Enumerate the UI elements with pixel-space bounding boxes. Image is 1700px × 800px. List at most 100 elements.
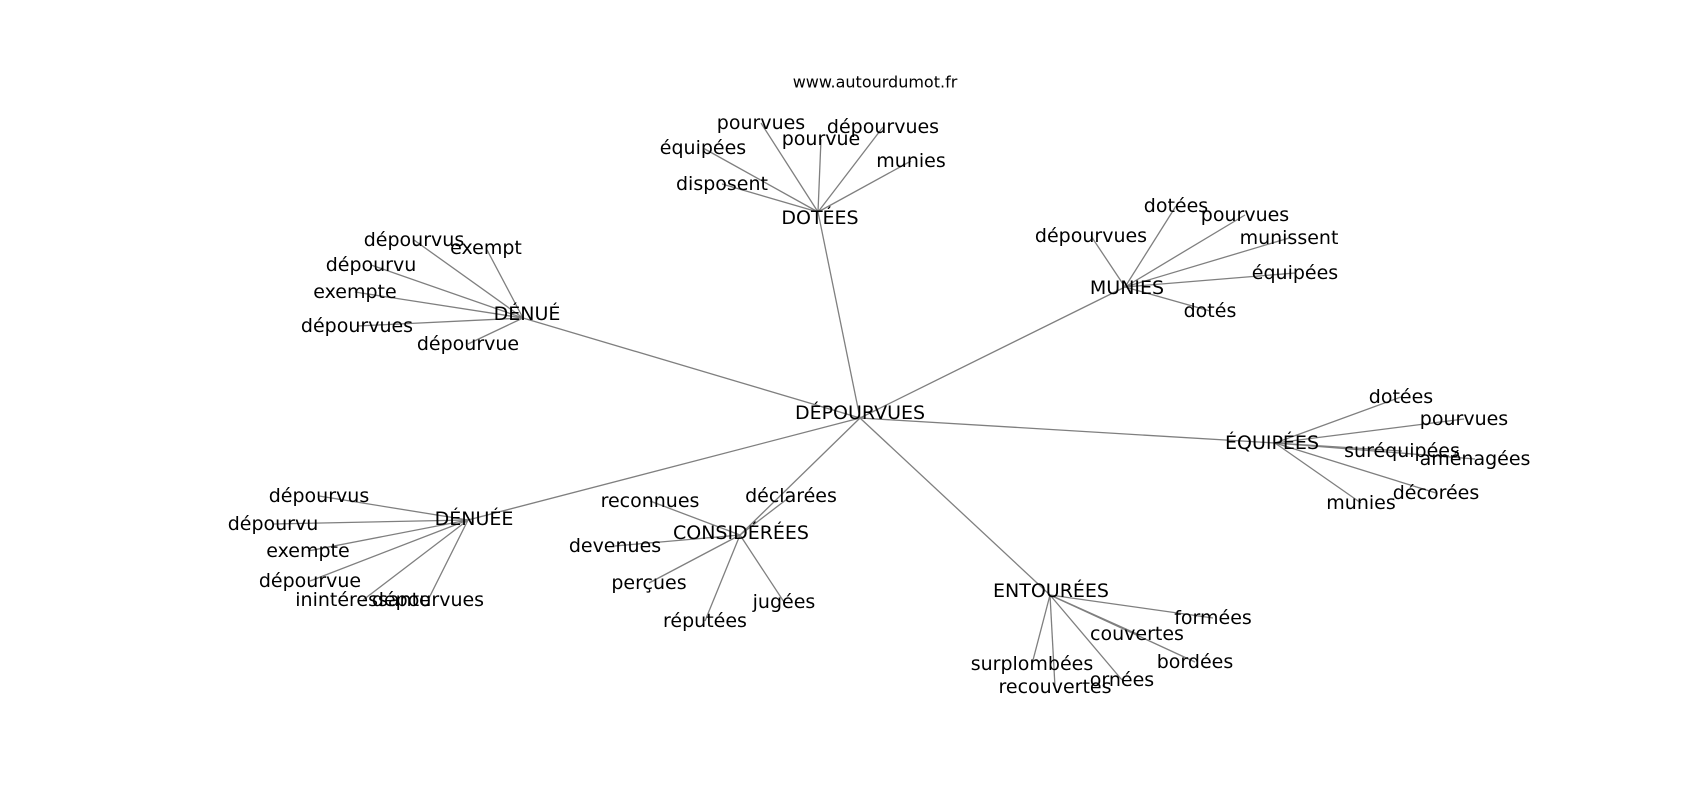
leaf-word-label: recouvertes — [999, 676, 1112, 698]
edge-group-to-leaf — [739, 495, 792, 536]
leaf-word-label: couvertes — [1090, 623, 1184, 645]
leaf-word-label: dépourvues — [372, 589, 484, 611]
leaf-word-label: munies — [1326, 492, 1395, 514]
leaf-word-label: dépourvus — [364, 229, 464, 251]
leaf-word-label: dépourvu — [228, 513, 319, 535]
group-word-label: MUNIES — [1090, 277, 1164, 299]
center-word-label: DÉPOURVUES — [795, 401, 925, 424]
leaf-word-label: dotées — [1369, 386, 1433, 408]
edge-group-to-leaf — [760, 122, 819, 213]
edge-group-to-leaf — [817, 126, 884, 213]
edge-group-to-leaf — [614, 534, 741, 547]
leaf-word-label: perçues — [611, 572, 686, 594]
group-word-label: ENTOURÉES — [993, 579, 1109, 602]
leaf-word-label: reconnues — [601, 490, 700, 512]
edge-group-to-leaf — [817, 138, 822, 213]
edge-group-to-leaf — [1049, 594, 1214, 619]
leaf-word-label: devenues — [569, 535, 661, 557]
leaf-word-label: pourvues — [1201, 204, 1289, 226]
leaf-word-label: munies — [876, 150, 945, 172]
edge-group-to-leaf — [817, 160, 912, 213]
leaf-word-label: dépourvue — [259, 570, 361, 592]
leaf-word-label: dépourvues — [301, 315, 413, 337]
edge-group-to-leaf — [1124, 286, 1211, 312]
edge-group-to-leaf — [318, 495, 469, 521]
edge-center-to-group — [859, 417, 1051, 596]
edge-group-to-leaf — [485, 247, 524, 319]
edge-group-to-leaf — [1124, 272, 1296, 288]
leaf-word-label: bordées — [1157, 651, 1234, 673]
edge-group-to-leaf — [356, 317, 524, 327]
leaf-word-label: ornées — [1090, 669, 1154, 691]
edge-group-to-leaf — [309, 519, 469, 582]
edge-group-to-leaf — [1274, 442, 1437, 494]
edge-group-to-leaf — [1049, 594, 1123, 681]
leaf-word-label: munissent — [1240, 227, 1339, 249]
graph-edges — [272, 122, 1476, 688]
edge-group-to-leaf — [1274, 442, 1476, 460]
edge-group-to-leaf — [467, 317, 524, 345]
edge-center-to-group — [739, 417, 861, 536]
group-word-label: DÉNUÉ — [494, 302, 561, 325]
edge-group-to-leaf — [702, 147, 819, 213]
leaf-word-label: surplombées — [971, 653, 1094, 675]
edge-group-to-leaf — [1124, 237, 1290, 288]
leaf-word-label: équipées — [660, 137, 746, 159]
edge-group-to-leaf — [1124, 214, 1246, 288]
leaf-word-label: formées — [1174, 607, 1252, 629]
edge-group-to-leaf — [1049, 594, 1196, 663]
edge-group-to-leaf — [1274, 396, 1402, 444]
leaf-word-label: pourvue — [782, 128, 861, 150]
graph-labels: DÉPOURVUES DOTÉES pourvues dépourvues équipé… — [228, 112, 1531, 698]
edge-group-to-leaf — [1049, 594, 1056, 688]
edge-group-to-leaf — [1274, 418, 1465, 444]
leaf-word-label: pourvues — [717, 112, 805, 134]
leaf-word-label: dotées — [1144, 195, 1208, 217]
leaf-word-label: décorées — [1393, 482, 1480, 504]
leaf-word-label: dotés — [1184, 300, 1237, 322]
leaf-word-label: exempte — [313, 281, 396, 303]
edge-group-to-leaf — [648, 534, 741, 584]
leaf-word-label: dépourvu — [326, 254, 417, 276]
leaf-word-label: jugées — [752, 591, 816, 613]
leaf-word-label: réputées — [663, 610, 747, 632]
edge-group-to-leaf — [1090, 235, 1126, 288]
edge-group-to-leaf — [370, 264, 524, 319]
edge-center-to-group — [859, 417, 1276, 444]
group-word-label: DÉNUÉE — [435, 507, 514, 530]
edge-center-to-group — [817, 211, 861, 419]
group-word-label: ÉQUIPÉES — [1225, 431, 1319, 454]
leaf-word-label: suréquipées — [1344, 440, 1460, 462]
group-word-label: CONSIDÉRÉES — [673, 521, 809, 544]
edge-center-to-group — [522, 317, 861, 419]
edge-group-to-leaf — [413, 239, 524, 319]
leaf-word-label: équipées — [1252, 262, 1338, 284]
edge-group-to-leaf — [307, 519, 469, 552]
edge-center-to-group — [859, 286, 1126, 419]
leaf-word-label: inintéressante — [295, 589, 431, 611]
edge-group-to-leaf — [362, 519, 469, 601]
edge-group-to-leaf — [704, 534, 741, 622]
edge-group-to-leaf — [1274, 442, 1362, 504]
edge-group-to-leaf — [721, 183, 819, 213]
edge-group-to-leaf — [272, 519, 469, 525]
leaf-word-label: aménagées — [1420, 448, 1531, 470]
leaf-word-label: dépourvue — [417, 333, 519, 355]
edge-group-to-leaf — [1031, 594, 1051, 665]
leaf-word-label: dépourvues — [827, 116, 939, 138]
edge-group-to-leaf — [649, 500, 741, 536]
edge-group-to-leaf — [739, 534, 785, 603]
leaf-word-label: pourvues — [1420, 408, 1508, 430]
leaf-word-label: exempt — [450, 237, 522, 259]
edge-group-to-leaf — [1124, 205, 1177, 288]
site-watermark: www.autourdumot.fr — [793, 73, 958, 92]
edge-center-to-group — [467, 417, 861, 521]
group-word-label: DOTÉES — [781, 206, 858, 229]
leaf-word-label: exempte — [266, 540, 349, 562]
leaf-word-label: dépourvues — [1035, 225, 1147, 247]
edge-group-to-leaf — [354, 291, 524, 319]
leaf-word-label: déclarées — [745, 485, 837, 507]
leaf-word-label: dépourvus — [269, 485, 369, 507]
leaf-word-label: disposent — [676, 173, 768, 195]
